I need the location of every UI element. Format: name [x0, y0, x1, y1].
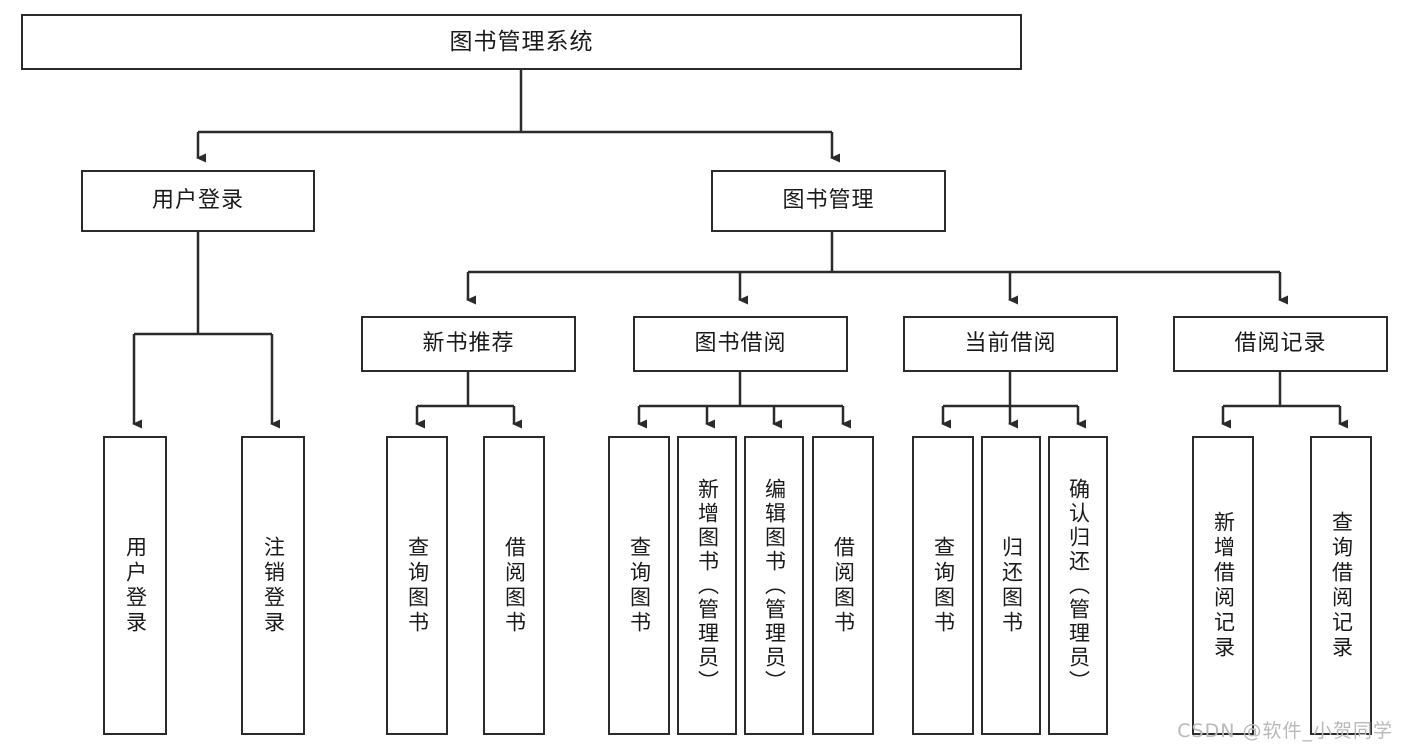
node-leaf-edit-book-label: 编辑图书（管理员）: [762, 477, 787, 694]
node-current-borrow-label: 当前借阅: [964, 331, 1057, 357]
node-leaf-query-book-1[interactable]: 查询图书: [386, 436, 448, 735]
node-leaf-borrow-book-2[interactable]: 借阅图书: [812, 436, 874, 735]
node-leaf-query-book-2[interactable]: 查询图书: [608, 436, 670, 735]
node-leaf-add-record-label: 新增借阅记录: [1211, 510, 1236, 661]
node-leaf-add-book-label: 新增图书（管理员）: [695, 477, 720, 694]
node-leaf-borrow-book-1-label: 借阅图书: [502, 535, 527, 636]
node-leaf-logout-login-label: 注销登录: [261, 535, 286, 636]
node-leaf-user-login-label: 用户登录: [123, 535, 148, 636]
node-book-manage[interactable]: 图书管理: [711, 170, 946, 232]
node-leaf-user-login[interactable]: 用户登录: [103, 436, 167, 735]
node-leaf-return-book-label: 归还图书: [999, 535, 1024, 636]
node-leaf-confirm-return-label: 确认归还（管理员）: [1066, 477, 1091, 694]
node-leaf-borrow-book-2-label: 借阅图书: [831, 535, 856, 636]
node-leaf-borrow-book-1[interactable]: 借阅图书: [483, 436, 545, 735]
node-leaf-query-book-3[interactable]: 查询图书: [912, 436, 974, 735]
node-user-login-label: 用户登录: [151, 188, 244, 214]
node-book-borrow[interactable]: 图书借阅: [633, 316, 848, 372]
node-leaf-add-record[interactable]: 新增借阅记录: [1192, 436, 1254, 735]
node-leaf-return-book[interactable]: 归还图书: [981, 436, 1041, 735]
node-leaf-query-record-label: 查询借阅记录: [1329, 510, 1354, 661]
node-user-login[interactable]: 用户登录: [81, 170, 315, 232]
node-borrow-record[interactable]: 借阅记录: [1173, 316, 1388, 372]
watermark: CSDN @软件_小贺同学: [1177, 720, 1393, 742]
node-borrow-record-label: 借阅记录: [1234, 331, 1327, 357]
node-leaf-query-record[interactable]: 查询借阅记录: [1310, 436, 1372, 735]
node-new-book-rec-label: 新书推荐: [422, 331, 515, 357]
node-root-label: 图书管理系统: [449, 28, 594, 55]
node-book-manage-label: 图书管理: [782, 188, 875, 214]
node-root[interactable]: 图书管理系统: [21, 14, 1022, 70]
node-leaf-query-book-3-label: 查询图书: [931, 535, 956, 636]
node-leaf-query-book-2-label: 查询图书: [627, 535, 652, 636]
node-leaf-add-book[interactable]: 新增图书（管理员）: [677, 436, 737, 735]
node-new-book-rec[interactable]: 新书推荐: [361, 316, 576, 372]
node-leaf-edit-book[interactable]: 编辑图书（管理员）: [744, 436, 804, 735]
node-leaf-logout-login[interactable]: 注销登录: [241, 436, 305, 735]
node-leaf-confirm-return[interactable]: 确认归还（管理员）: [1048, 436, 1108, 735]
node-leaf-query-book-1-label: 查询图书: [405, 535, 430, 636]
node-current-borrow[interactable]: 当前借阅: [903, 316, 1118, 372]
node-book-borrow-label: 图书借阅: [694, 331, 787, 357]
